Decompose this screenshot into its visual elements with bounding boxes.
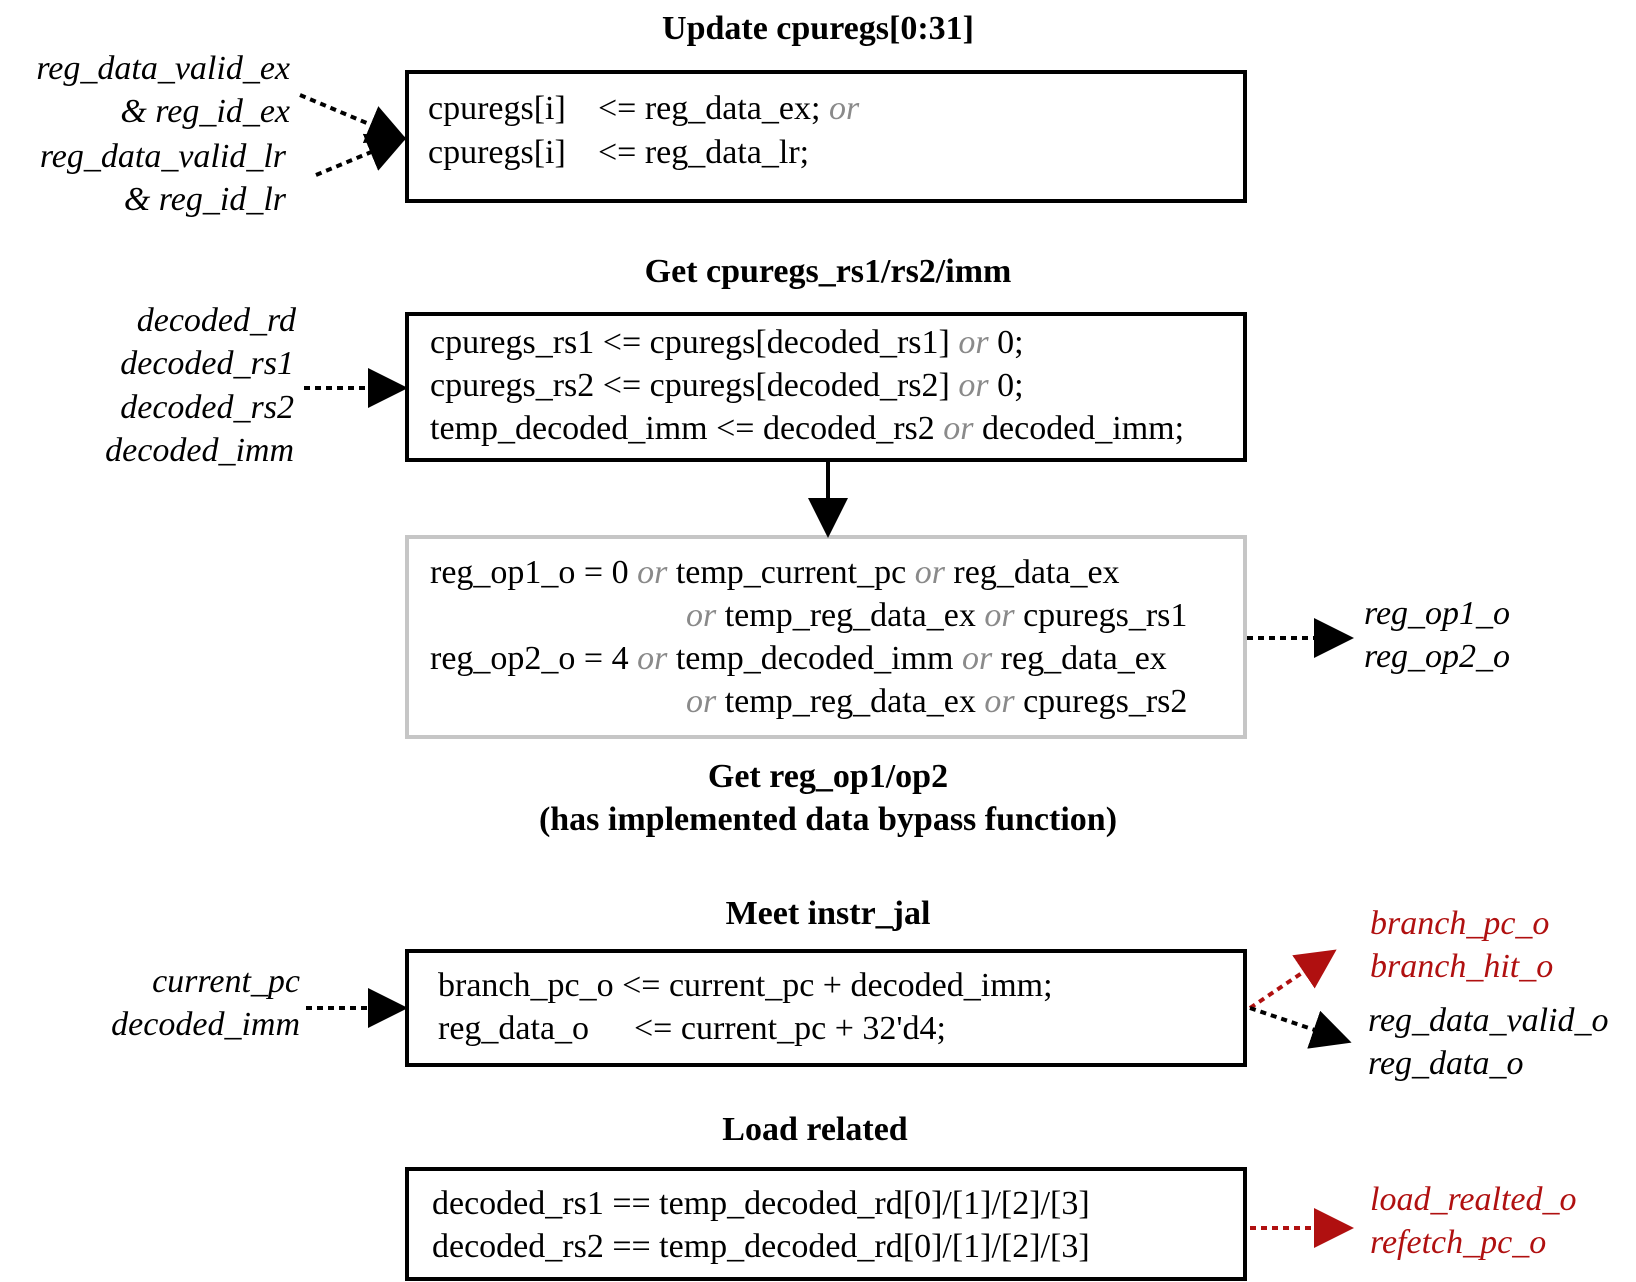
or-keyword: or xyxy=(958,324,989,361)
load-box xyxy=(405,1167,1247,1281)
update-title: Update cpuregs[0:31] xyxy=(662,10,974,47)
output-reg-data-valid-o: reg_data_valid_o xyxy=(1368,1002,1609,1039)
or-keyword: or xyxy=(958,367,989,404)
update-line-1-rhs: <= reg_data_ex; or xyxy=(598,90,860,127)
input-decoded-imm: decoded_imm xyxy=(105,432,294,469)
get-op-line-3: reg_op2_o = 4 or temp_decoded_imm or reg… xyxy=(430,640,1167,677)
get-rs-line-1: cpuregs_rs1 <= cpuregs[decoded_rs1] or 0… xyxy=(430,324,1024,361)
jal-line-1: branch_pc_o <= current_pc + decoded_imm; xyxy=(438,967,1053,1004)
output-reg-data-o: reg_data_o xyxy=(1368,1045,1524,1082)
get-rs-box xyxy=(405,312,1247,462)
or-keyword: or xyxy=(961,640,993,677)
input-decoded-rs2: decoded_rs2 xyxy=(120,389,294,426)
or-keyword: or xyxy=(984,683,1015,720)
get-op-box xyxy=(405,535,1247,739)
get-op-line-4: or temp_reg_data_ex or cpuregs_rs2 xyxy=(686,683,1188,720)
get-op-line-2: or temp_reg_data_ex or cpuregs_rs1 xyxy=(686,597,1188,634)
output-branch-pc-o: branch_pc_o xyxy=(1370,905,1550,942)
input-decoded-imm-jal: decoded_imm xyxy=(111,1006,300,1043)
output-refetch-pc-o: refetch_pc_o xyxy=(1370,1224,1547,1261)
or-keyword: or xyxy=(637,640,668,677)
or-keyword: or xyxy=(984,597,1015,634)
or-keyword: or xyxy=(914,554,945,591)
or-keyword: or xyxy=(686,597,717,634)
or-keyword: or xyxy=(637,554,668,591)
input-reg-data-valid-lr: reg_data_valid_lr xyxy=(39,138,286,175)
get-op-line-1: reg_op1_o = 0 or temp_current_pc or reg_… xyxy=(430,554,1120,591)
input-reg-id-lr: & reg_id_lr xyxy=(123,181,286,218)
output-reg-op2-o: reg_op2_o xyxy=(1364,638,1511,675)
input-decoded-rs1: decoded_rs1 xyxy=(120,345,294,382)
update-line-2-rhs: <= reg_data_lr; xyxy=(598,134,810,171)
jal-title: Meet instr_jal xyxy=(725,895,931,932)
or-keyword: or xyxy=(828,90,860,127)
jal-line-2-rhs: <= current_pc + 32'd4; xyxy=(634,1010,946,1047)
load-line-1: decoded_rs1 == temp_decoded_rd[0]/[1]/[2… xyxy=(432,1185,1090,1222)
load-line-2: decoded_rs2 == temp_decoded_rd[0]/[1]/[2… xyxy=(432,1228,1090,1265)
output-branch-hit-o: branch_hit_o xyxy=(1370,948,1554,985)
arrow-jal-out-black xyxy=(1249,1006,1352,1049)
arrow-jal-out-red xyxy=(1248,949,1337,1010)
input-reg-data-valid-ex: reg_data_valid_ex xyxy=(36,50,290,87)
update-line-2-lhs: cpuregs[i] xyxy=(428,134,566,171)
arrow-update-in-1 xyxy=(299,93,408,144)
get-rs-line-3: temp_decoded_imm <= decoded_rs2 or decod… xyxy=(430,410,1185,447)
get-op-subtitle: (has implemented data bypass function) xyxy=(538,801,1118,838)
or-keyword: or xyxy=(943,410,974,447)
output-reg-op1-o: reg_op1_o xyxy=(1364,595,1511,632)
get-rs-line-2: cpuregs_rs2 <= cpuregs[decoded_rs2] or 0… xyxy=(430,367,1024,404)
jal-line-2-lhs: reg_data_o xyxy=(438,1010,590,1047)
or-keyword: or xyxy=(686,683,717,720)
input-current-pc: current_pc xyxy=(152,963,300,1000)
arrow-update-in-2 xyxy=(315,133,408,177)
output-load-realted-o: load_realted_o xyxy=(1370,1181,1577,1218)
update-box xyxy=(405,70,1247,203)
input-decoded-rd: decoded_rd xyxy=(136,302,296,339)
get-rs-title: Get cpuregs_rs1/rs2/imm xyxy=(644,253,1012,290)
get-op-title: Get reg_op1/op2 xyxy=(707,758,949,795)
input-reg-id-ex: & reg_id_ex xyxy=(120,93,290,130)
update-line-1-lhs: cpuregs[i] xyxy=(428,90,566,127)
load-title: Load related xyxy=(722,1111,908,1148)
